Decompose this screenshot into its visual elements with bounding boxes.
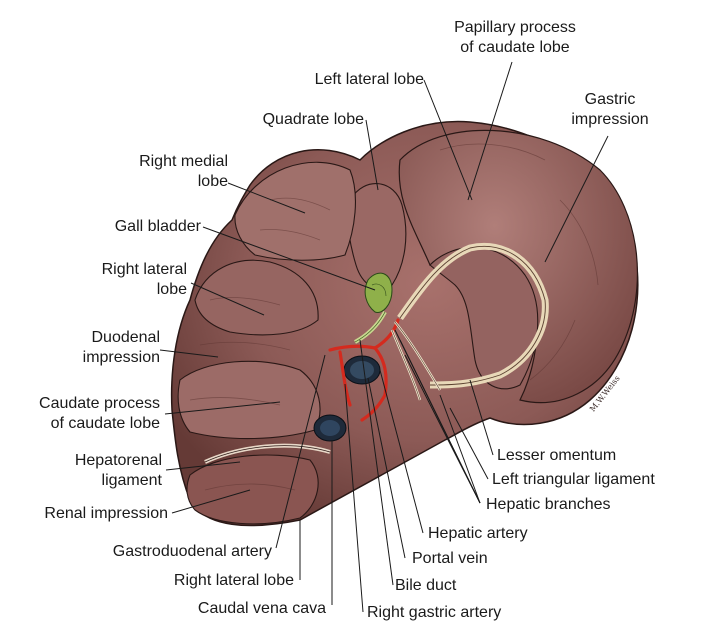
label-gastric-impression: Gastric impression	[571, 91, 649, 128]
right-lateral-lobe-shape	[194, 259, 319, 336]
label-left-lateral-lobe: Left lateral lobe	[314, 71, 424, 88]
right-medial-lobe-shape	[234, 161, 356, 261]
label-right-lateral-lobe-bottom: Right lateral lobe	[173, 572, 294, 589]
hepatic-artery-shape	[328, 318, 400, 422]
label-caudal-vena-cava: Caudal vena cava	[197, 600, 326, 617]
label-renal-impression: Renal impression	[44, 505, 168, 522]
label-hepatorenal-ligament: Hepatorenal ligament	[74, 452, 162, 489]
label-right-medial-lobe: Right medial lobe	[139, 153, 228, 190]
label-bile-duct: Bile duct	[395, 577, 457, 594]
quadrate-lobe-shape	[347, 183, 407, 290]
label-hepatic-artery: Hepatic artery	[428, 525, 528, 542]
papillary-process-shape	[429, 246, 539, 390]
label-left-triangular-ligament: Left triangular ligament	[492, 471, 655, 488]
label-right-gastric-artery: Right gastric artery	[367, 604, 502, 621]
label-portal-vein: Portal vein	[412, 550, 488, 567]
label-quadrate-lobe: Quadrate lobe	[262, 111, 364, 128]
label-caudate-process: Caudate process of caudate lobe	[39, 395, 160, 432]
label-gastroduodenal-artery: Gastroduodenal artery	[112, 543, 272, 560]
label-right-lateral-lobe-top: Right lateral lobe	[101, 261, 187, 298]
label-gall-bladder: Gall bladder	[114, 218, 201, 235]
label-lesser-omentum: Lesser omentum	[497, 447, 617, 464]
label-papillary-process: Papillary process of caudate lobe	[454, 19, 576, 56]
surface-shading	[189, 143, 599, 491]
label-duodenal-impression: Duodenal impression	[82, 329, 160, 366]
label-hepatic-branches: Hepatic branches	[486, 496, 611, 513]
gall-bladder-shape	[364, 272, 393, 314]
leader-lines	[159, 61, 609, 613]
caudate-process-shape	[177, 360, 321, 440]
renal-impression-shape	[186, 454, 319, 525]
